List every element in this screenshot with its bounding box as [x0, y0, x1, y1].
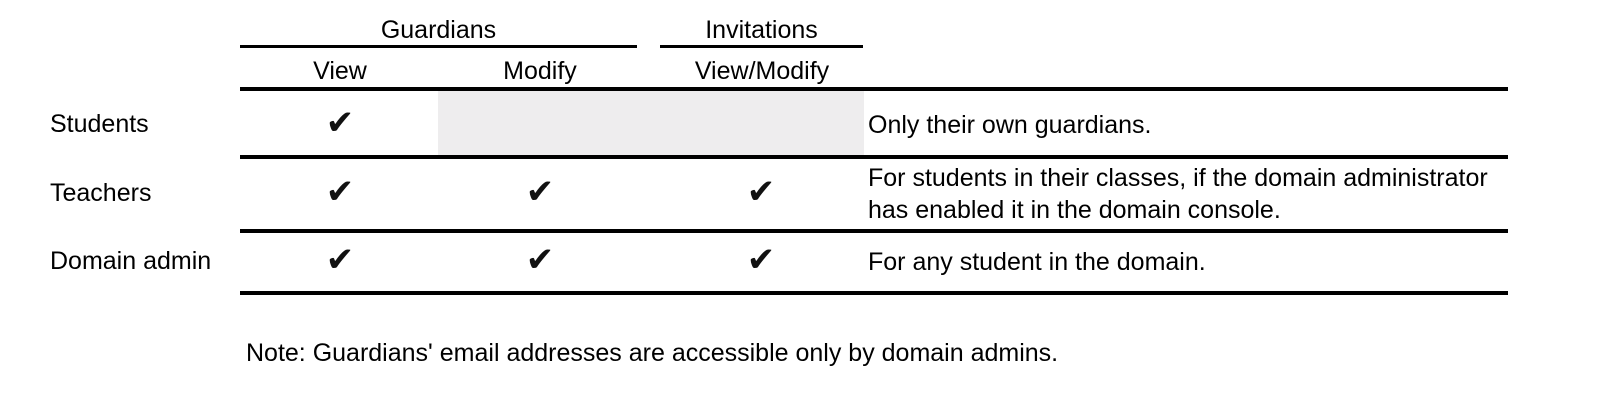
check-icon-students-guardians-view: ✔	[325, 103, 355, 143]
row-label-domain-admin: Domain admin	[50, 247, 212, 275]
column-header-guardians-view: View	[313, 57, 367, 85]
column-group-header-guardians: Guardians	[380, 16, 497, 44]
row-label-teachers: Teachers	[50, 179, 152, 207]
check-icon-domain-admin-invitations-view-modify: ✔	[746, 240, 776, 280]
table-footnote: Note: Guardians' email addresses are acc…	[246, 339, 1059, 367]
rule-under-invitations-header	[660, 45, 863, 48]
shaded-disabled-cell-students	[438, 91, 864, 155]
row-note-domain-admin: For any student in the domain.	[868, 248, 1206, 276]
rule-under-guardians-header	[240, 45, 637, 48]
column-group-header-invitations: Invitations	[705, 16, 818, 44]
row-note-teachers: For students in their classes, if the do…	[868, 164, 1488, 224]
column-header-invitations-view-modify: View/Modify	[694, 57, 830, 85]
check-icon-teachers-guardians-modify: ✔	[525, 172, 555, 212]
column-header-guardians-modify: Modify	[503, 57, 577, 85]
row-note-students: Only their own guardians.	[868, 111, 1152, 139]
check-icon-domain-admin-guardians-modify: ✔	[525, 240, 555, 280]
check-icon-teachers-invitations-view-modify: ✔	[746, 172, 776, 212]
rule-table-bottom	[240, 291, 1508, 295]
check-icon-domain-admin-guardians-view: ✔	[325, 240, 355, 280]
row-label-students: Students	[50, 110, 149, 138]
rule-after-teachers-row	[240, 229, 1508, 233]
rule-after-students-row	[240, 155, 1508, 159]
rule-table-head	[240, 87, 1508, 91]
check-icon-teachers-guardians-view: ✔	[325, 172, 355, 212]
